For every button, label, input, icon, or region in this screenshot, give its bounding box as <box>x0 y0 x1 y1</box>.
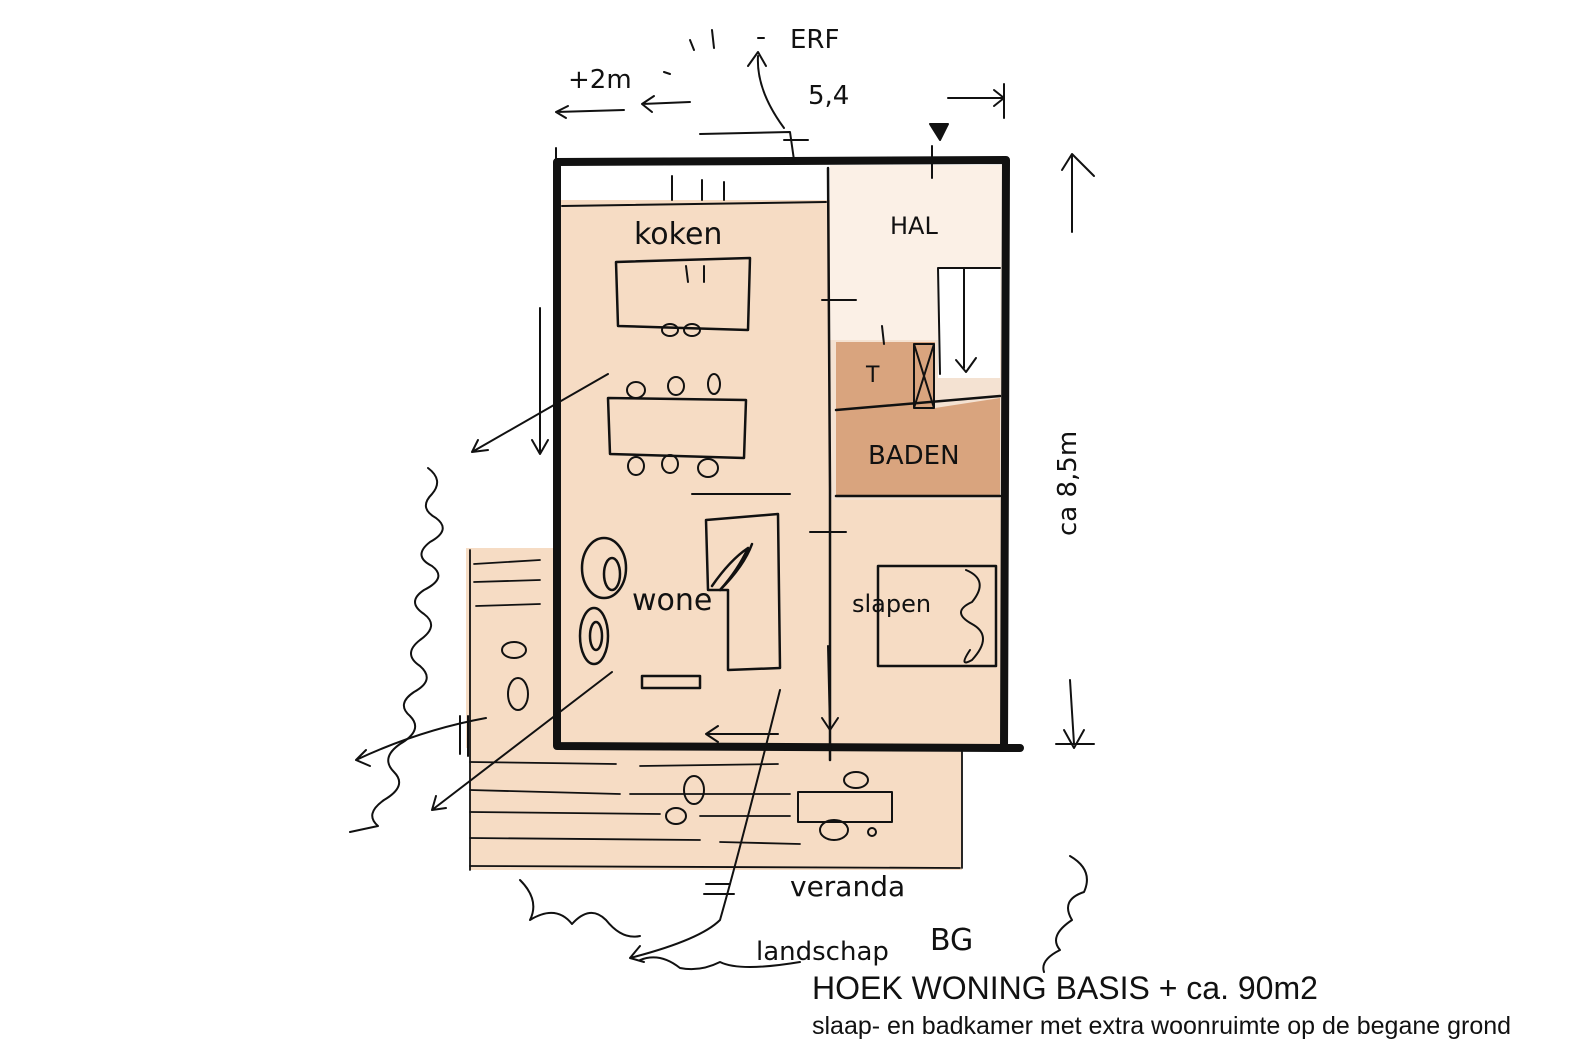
label-baden: BADEN <box>868 441 960 471</box>
dining-chairs <box>626 373 721 478</box>
hall-bath-wall <box>834 394 1002 498</box>
tv-bench <box>640 674 702 690</box>
label-t: T <box>865 363 880 388</box>
label-veranda: veranda <box>790 870 905 903</box>
label-plus-2m: +2m <box>568 65 632 95</box>
bath-wash <box>836 342 1000 496</box>
kitchen-stools <box>661 323 701 337</box>
label-koken: koken <box>634 217 722 252</box>
main-wash <box>560 200 830 748</box>
sleep-wash <box>830 495 1002 748</box>
armchairs <box>578 536 628 666</box>
toilet-cabinet <box>913 343 935 409</box>
dimension-top <box>555 83 1005 161</box>
tree-hedge <box>349 467 469 833</box>
interior-wall <box>826 166 832 762</box>
label-slapen: slapen <box>852 590 931 618</box>
sofa <box>704 512 782 672</box>
stair-void <box>938 268 1000 378</box>
label-erf: ERF <box>790 25 839 55</box>
caption-subtitle: slaap- en badkamer met extra woonruimte … <box>812 1012 1512 1040</box>
label-wone: wone <box>632 583 712 618</box>
side-terrace-wash <box>466 548 558 748</box>
bed <box>876 564 998 668</box>
hall-ticks <box>671 145 933 533</box>
label-initials: BG <box>930 923 973 958</box>
stair <box>937 267 1001 375</box>
dimension-right <box>1055 153 1095 749</box>
bed-pillows <box>960 569 984 664</box>
outer-wall <box>553 156 1024 752</box>
plant-scribble <box>710 542 754 592</box>
veranda-wash <box>470 748 962 870</box>
sight-arrows <box>355 51 839 963</box>
veranda-furniture <box>501 641 893 841</box>
erf-ticks <box>663 29 765 75</box>
kitchen-island <box>614 256 752 332</box>
dining-table <box>606 396 748 460</box>
caption-title: HOEK WONING BASIS + ca. 90m2 <box>812 970 1318 1006</box>
label-landschap: landschap <box>756 937 889 967</box>
label-height: ca 8,5m <box>1053 431 1083 536</box>
label-hal: HAL <box>890 212 938 240</box>
veranda-planks <box>469 549 963 871</box>
label-width: 5,4 <box>808 81 849 111</box>
kitchen-line <box>561 201 827 207</box>
landscape-scribble <box>519 855 1088 973</box>
